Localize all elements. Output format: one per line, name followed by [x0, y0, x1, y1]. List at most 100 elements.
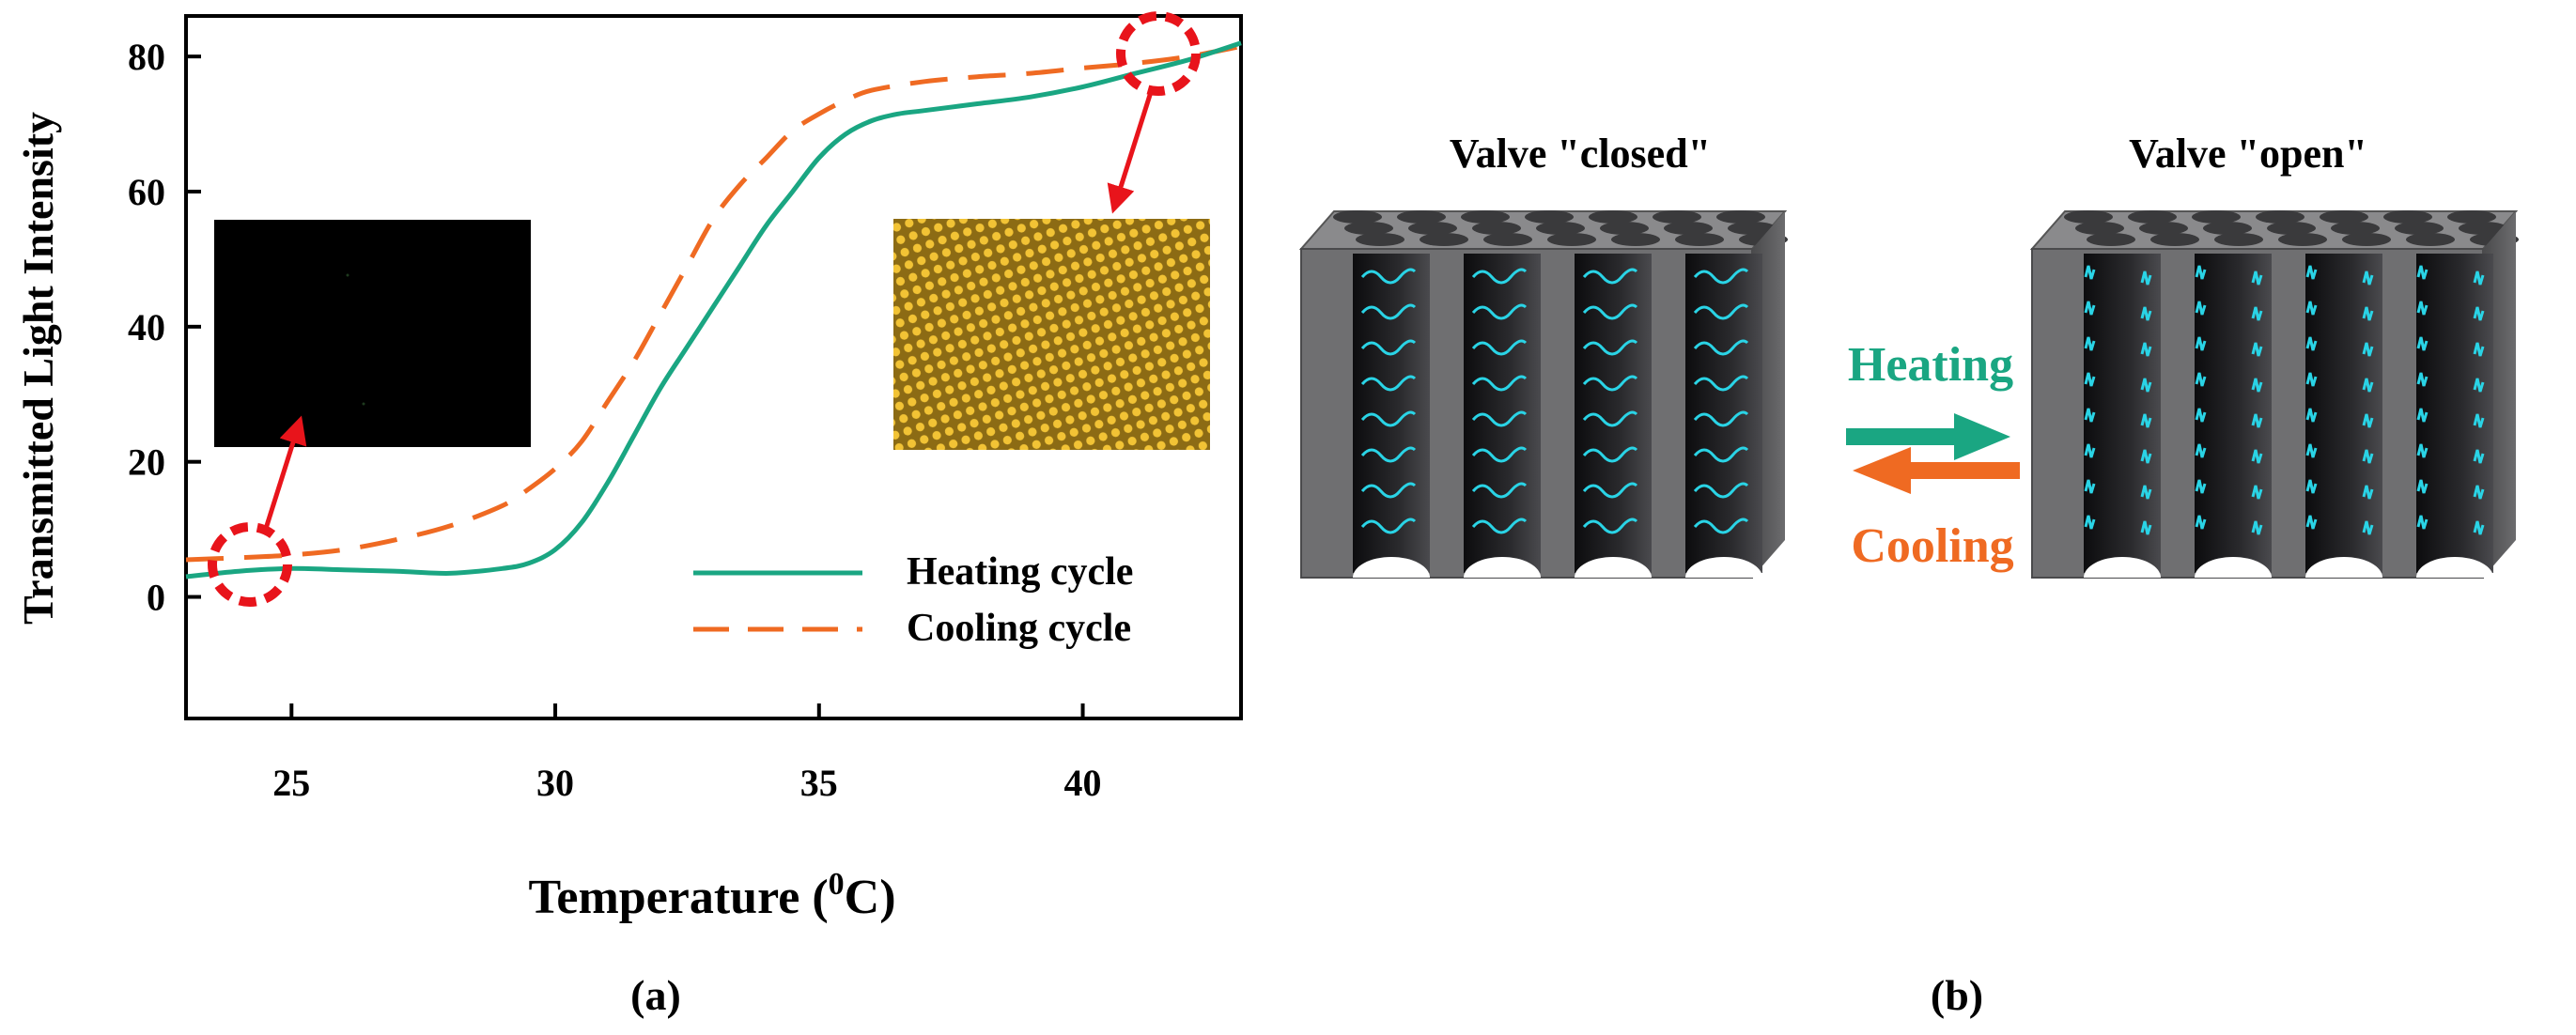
pore-bottom: [2416, 557, 2493, 578]
pore-opening: [2256, 210, 2304, 224]
polymer-chain: [2305, 408, 2374, 428]
polymer-chain: [2084, 515, 2152, 535]
pore-channel: [1464, 254, 1541, 573]
polymer-chain: [2084, 408, 2152, 428]
pore-bottom: [1464, 557, 1541, 578]
polymer-chain: [1582, 410, 1638, 427]
x-tick-label: 30: [536, 762, 574, 804]
polymer-chain: [2305, 336, 2374, 357]
polymer-chain: [1693, 446, 1749, 463]
arrow-right-icon: [1846, 413, 2010, 460]
polymer-chain: [1471, 375, 1528, 392]
heating-cycle-line: [185, 40, 1242, 579]
pore-opening: [1728, 222, 1777, 235]
pore-opening: [1653, 210, 1701, 224]
red-arrow-icon: [262, 415, 307, 533]
pore-opening: [2139, 222, 2188, 235]
pore-opening: [1333, 210, 1382, 224]
polymer-chain: [2084, 372, 2152, 393]
polymer-chain: [2305, 372, 2374, 393]
valve-open-title: Valve "open": [2129, 131, 2367, 177]
polymer-chain: [2195, 265, 2263, 286]
inset-image-dark-speck: [362, 402, 365, 406]
pore-opening: [1397, 210, 1446, 224]
pore-opening: [2064, 210, 2113, 224]
pore-opening: [2214, 233, 2263, 246]
polymer-chain: [1471, 482, 1528, 499]
pore-opening: [2075, 222, 2124, 235]
polymer-chain: [1471, 339, 1528, 356]
pore-opening: [1611, 233, 1660, 246]
polymer-chain: [1471, 268, 1528, 285]
polymer-chain: [2195, 301, 2263, 321]
y-tick-label: 0: [147, 577, 165, 619]
polymer-chain: [2195, 443, 2263, 464]
valve-illustration-panel: Valve "closed" Valve "open" Heating Cool…: [1298, 131, 2519, 1019]
polymer-chain: [2084, 265, 2152, 286]
polymer-chain: [1582, 375, 1638, 392]
polymer-chain: [1360, 268, 1417, 285]
polymer-chain: [1360, 482, 1417, 499]
pore-bottom: [1353, 557, 1430, 578]
pore-opening: [1547, 233, 1596, 246]
membrane-block-open: [2029, 210, 2519, 579]
inset-image-dark: [214, 220, 531, 447]
polymer-chain: [2084, 443, 2152, 464]
pore-channel: [2305, 254, 2382, 573]
polymer-chain: [2416, 443, 2485, 464]
pore-opening: [2406, 233, 2455, 246]
pore-opening: [1536, 222, 1585, 235]
pore-opening: [1600, 222, 1649, 235]
polymer-chain: [2305, 301, 2374, 321]
pore-bottom: [2195, 557, 2272, 578]
polymer-chain: [2416, 301, 2485, 321]
polymer-chain: [1693, 410, 1749, 427]
panel-a-label: (a): [630, 971, 681, 1019]
pore-opening: [1589, 210, 1637, 224]
x-tick-label: 40: [1064, 762, 1102, 804]
pore-bottom: [1575, 557, 1652, 578]
polymer-chain: [1582, 446, 1638, 463]
polymer-chain: [1471, 410, 1528, 427]
legend-heating-label: Heating cycle: [907, 550, 1133, 594]
y-tick-label: 80: [128, 36, 165, 78]
pore-channel: [1353, 254, 1430, 573]
x-tick-label: 35: [800, 762, 838, 804]
polymer-chain: [1360, 375, 1417, 392]
polymer-chain: [1360, 410, 1417, 427]
polymer-chain: [1693, 518, 1749, 534]
pore-channel: [2416, 254, 2493, 573]
pore-channel: [1685, 254, 1762, 573]
pore-opening: [1525, 210, 1574, 224]
pore-opening: [2459, 222, 2507, 235]
pore-channel: [1575, 254, 1652, 573]
panel-b-label: (b): [1931, 971, 1983, 1019]
inset-image-bright: [893, 219, 1210, 450]
pore-opening: [1664, 222, 1713, 235]
polymer-chain: [2084, 336, 2152, 357]
pore-opening: [2128, 210, 2177, 224]
polymer-chain: [2416, 408, 2485, 428]
pore-channel: [2195, 254, 2272, 573]
y-tick-label: 60: [128, 171, 165, 213]
polymer-chain: [1693, 375, 1749, 392]
x-axis-label: Temperature (0C): [528, 867, 895, 924]
polymer-chain: [2305, 265, 2374, 286]
plot-series: [185, 40, 1242, 579]
polymer-chain: [2195, 479, 2263, 500]
pore-bottom: [2305, 557, 2382, 578]
legend-cooling-label: Cooling cycle: [907, 607, 1131, 650]
polymer-chain: [2084, 301, 2152, 321]
y-axis-label: Transmitted Light Intensity: [14, 112, 62, 625]
pore-opening: [1420, 233, 1468, 246]
pore-opening: [2331, 222, 2380, 235]
polymer-chain: [1471, 518, 1528, 534]
y-tick-label: 20: [128, 441, 165, 484]
pore-opening: [1408, 222, 1457, 235]
pore-channel: [2084, 254, 2161, 573]
pore-opening: [2087, 233, 2135, 246]
polymer-chain: [2416, 336, 2485, 357]
pore-opening: [2203, 222, 2252, 235]
polymer-chain: [1693, 268, 1749, 285]
